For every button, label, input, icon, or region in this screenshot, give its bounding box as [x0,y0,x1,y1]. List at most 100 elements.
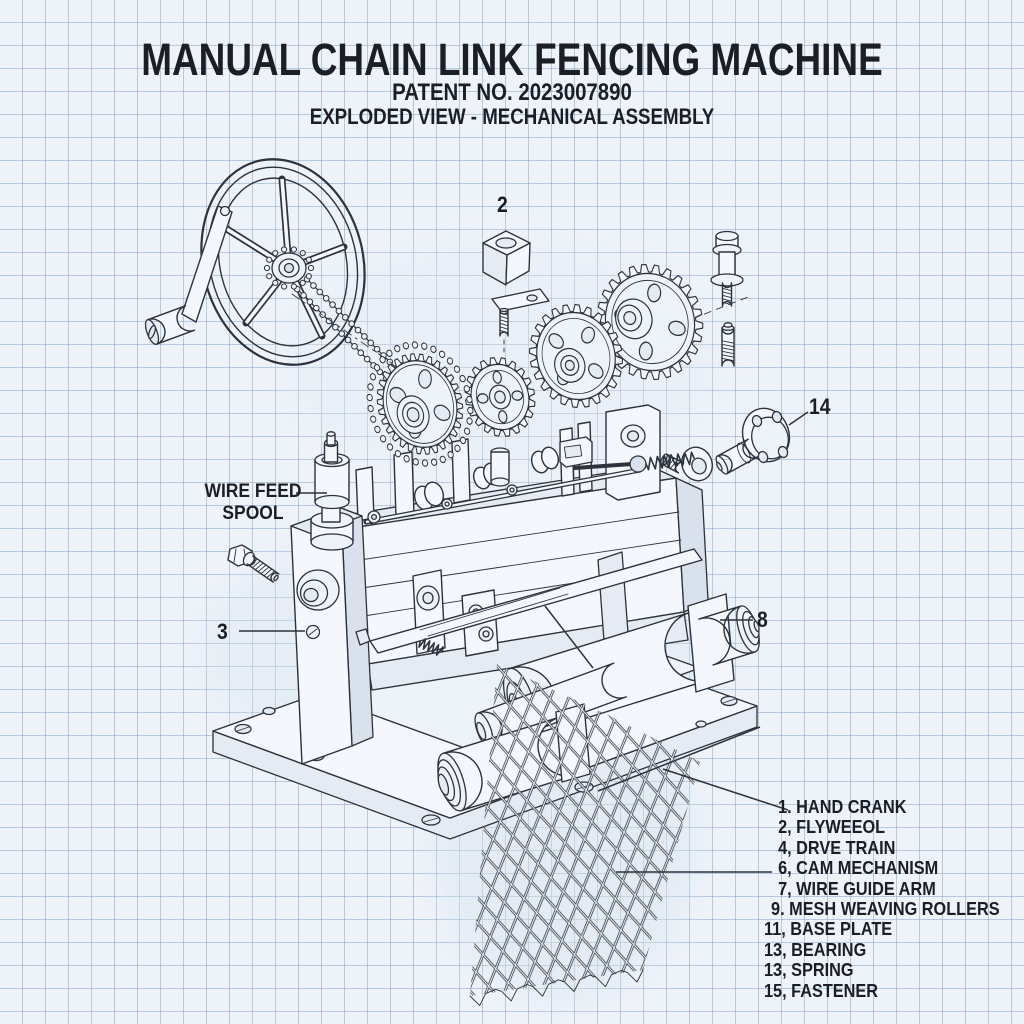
left-tower-part [303,587,319,603]
threaded-stud [721,322,735,367]
hex-bolt-fastener [227,544,280,583]
bolt-thread-part [263,568,273,577]
wire-feed-label-line2: SPOOL [222,503,284,524]
leader-lines [239,411,809,873]
cam-mechanism-part [370,513,378,521]
gear-small-part [476,393,489,404]
gear-large-part [647,283,662,303]
threaded-stud-part [721,347,735,351]
wire-guide-arm-part [355,628,371,646]
chain-sprocket [366,341,474,467]
threaded-stud-part [721,357,735,362]
drive-chain-part [290,283,297,290]
gear-mid-part [564,359,575,371]
patent-number: PATENT NO. 2023007890 [392,79,632,106]
bolt-thread-part [249,558,258,566]
bracket-stud-part [499,315,509,320]
chain-sprocket-part [370,415,377,423]
leader-roller [544,605,594,669]
wire-feed-spool-part [314,494,350,510]
chain-sprocket-part [379,435,387,443]
chain-sprocket-part [421,342,428,350]
chain-sprocket-part [430,345,437,353]
springs [418,451,695,656]
wire-feed-label-line1: WIRE FEED [204,481,302,502]
flange-shaft-part [716,461,723,472]
base-plate-holes-part [423,817,439,823]
drive-chain-part [338,330,346,337]
mesh-weaving-rollers-part [437,773,450,796]
roller-brackets-part [687,593,735,693]
cam-mechanism-part [444,501,450,507]
flywheel-block-part-2-part [495,237,517,249]
gear-small-part [494,390,506,404]
wire-feed-spool-part [326,431,336,437]
drive-chain-part [322,294,330,302]
drive-chain-part [325,317,333,325]
parts-list-item: 6, CAM MECHANISM [778,857,939,879]
springs-part [418,638,444,656]
parts-list-item: 1. HAND CRANK [778,796,907,817]
drive-chain-part [266,273,273,280]
gear-mid-part [581,326,596,344]
roller-bearing-cap-8-part [753,620,760,633]
shoulder-bolt-assembly-part [715,230,739,242]
parts-list-item: 4, DRVE TRAIN [778,836,896,858]
cam-mechanism-part [422,591,434,605]
bracket-stud-part [499,329,509,334]
chain-sprocket-part [459,374,466,383]
wire-guide-arm-part [369,548,703,654]
chain-sprocket-part [463,427,471,435]
chain-sprocket-part [446,357,454,365]
flywheel-block-part-2-part [526,294,538,302]
parts-list-item: 15, FASTENER [764,979,879,1001]
bolt-thread-part [254,562,264,571]
drive-chain-part [299,250,306,257]
chain-sprocket-part [403,455,410,463]
chain-sprocket-part [439,455,446,464]
hand-crank-flywheel-part [283,262,295,274]
drive-chain-part [348,320,355,328]
page-title: MANUAL CHAIN LINK FENCING MACHINE [141,34,883,85]
view-subtitle: EXPLODED VIEW - MECHANICAL ASSEMBLY [309,104,715,129]
chain-sprocket-part [379,356,386,364]
chain-sprocket-part [454,444,461,452]
bolt-thread-part [722,291,732,295]
gear-large-part [623,310,637,326]
bracket-stud-part [499,319,509,323]
gear-large-part [638,341,653,361]
drive-chain-part [281,246,288,253]
chain-sprocket-part [386,349,393,357]
machine-body-part [359,511,680,561]
parts-list-item: 7, WIRE GUIDE ARM [778,877,936,899]
flange-coupling-14-part [777,445,789,459]
crank-handle-grip-part [147,324,157,340]
cam-mechanism-part [509,487,515,493]
drive-chain-part [307,264,315,272]
bolt-thread-part [266,570,275,579]
cam-mechanism-part [482,630,490,638]
cam-mechanism-part [365,468,641,524]
chain-sprocket-part [367,383,374,391]
chain-sprocket-part [412,458,419,466]
flange-coupling-14-part [771,410,783,424]
drive-chain-part [281,283,288,290]
leader-hand-crank [662,768,789,811]
cam-mechanism-part [563,444,583,459]
cam-mechanism-part [490,477,510,487]
mesh-ragged-edge [469,969,644,1007]
crank-arm [181,205,233,323]
bolt-thread-part [252,560,261,569]
chain-sprocket-part [466,417,473,425]
bolt-thread-part [246,555,280,583]
drive-chain-part [299,279,306,286]
flange-shaft-part [737,442,751,464]
bolt-thread-part [260,566,270,575]
chain-sprocket-part [463,385,470,393]
drive-chain-part [332,323,339,331]
bearing-washer [660,446,713,482]
wire-guide-arm-part [419,587,561,631]
chain-sprocket-part [366,393,373,402]
chain-link-mesh [469,664,700,1007]
